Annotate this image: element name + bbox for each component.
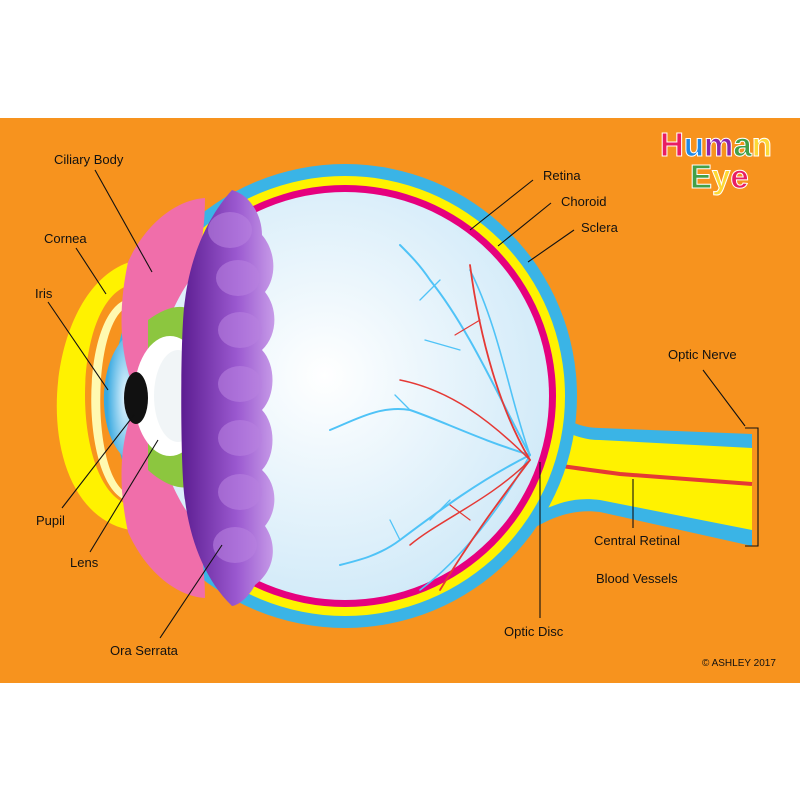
label-retina: Retina [543,168,581,183]
title-letter: y [712,158,731,195]
label-sclera: Sclera [581,220,619,235]
label-central-retinal-line1: Central Retinal [594,533,680,548]
ora-serrata-lobes [181,190,275,606]
title-line-1: Human [660,126,772,163]
title-letter: m [704,126,733,163]
retinal-blood-vessels [329,244,531,591]
title-letter: E [690,158,712,195]
cornea-shape [56,262,130,530]
copyright-text: © ASHLEY 2017 [702,658,776,669]
label-iris: Iris [35,286,53,301]
title-letter: a [733,126,752,163]
ciliary-body-shape [121,198,205,378]
label-ciliary-body: Ciliary Body [54,152,124,167]
label-choroid: Choroid [561,194,607,209]
pupil-shape [124,372,148,424]
label-lens: Lens [70,555,99,570]
label-optic-nerve: Optic Nerve [668,347,737,362]
title-line-2: Eye [690,158,749,195]
label-ora-serrata: Ora Serrata [110,643,179,658]
leader-lines [47,169,759,639]
title-letter: H [660,126,684,163]
optic-nerve [525,395,753,546]
title-letter: n [752,126,772,163]
title-human-eye: Human Eye [660,126,773,196]
label-cornea: Cornea [44,231,87,246]
label-pupil: Pupil [36,513,65,528]
title-letter: e [730,158,748,195]
title-letter: u [684,126,704,163]
label-optic-disc: Optic Disc [504,624,564,639]
label-central-retinal-line2: Blood Vessels [596,571,678,586]
